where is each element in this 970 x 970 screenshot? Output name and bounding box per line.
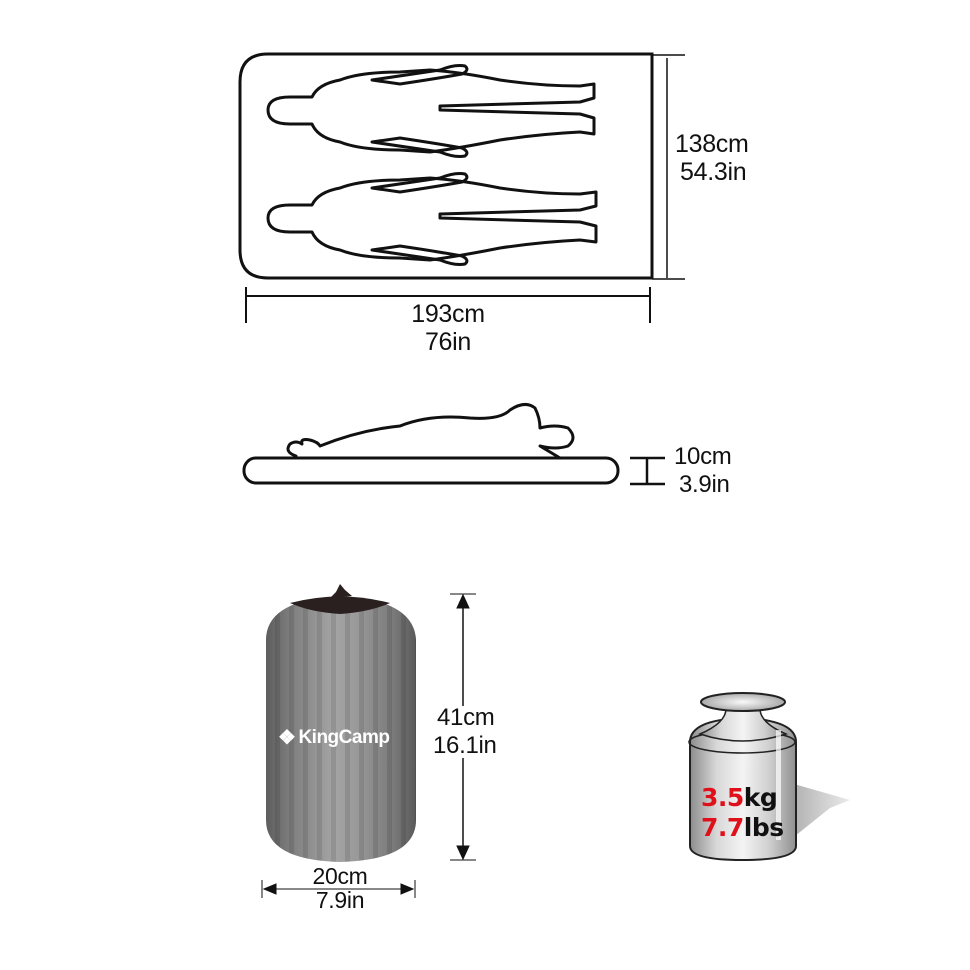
length-label: 193cm 76in: [348, 300, 548, 356]
length-in: 76in: [424, 328, 472, 356]
packed-diameter-cm: 20cm: [312, 863, 368, 889]
weight-lbs-value: 7.7: [701, 813, 744, 842]
packed-diameter-label: 20cm 7.9in: [290, 864, 390, 912]
thickness-cm: 10cm: [674, 443, 732, 470]
packed-height-in: 16.1in: [433, 732, 497, 759]
weight-kg: 3.5kg: [701, 783, 784, 813]
mattress-top-view: [238, 52, 654, 280]
weight-icon: [688, 692, 850, 862]
width-cm: 138cm: [675, 130, 749, 158]
brand-logo: ❖ KingCamp: [278, 725, 390, 750]
packed-height-cm: 41cm: [437, 704, 495, 731]
height-dimension-line: [450, 593, 476, 861]
packed-height-label: 41cm 16.1in: [433, 704, 497, 760]
width-dimension-line: [652, 54, 685, 280]
thickness-in: 3.9in: [679, 471, 730, 498]
weight-lbs-unit: lbs: [743, 813, 784, 842]
diameter-dimension-line: [261, 880, 416, 898]
thickness-dimension-line: [630, 456, 665, 486]
weight-label: 3.5kg 7.7lbs: [701, 783, 784, 843]
width-label: 138cm 54.3in: [675, 130, 749, 186]
weight-lbs: 7.7lbs: [701, 813, 784, 843]
weight-kg-value: 3.5: [701, 783, 744, 812]
stuff-sack: [266, 584, 416, 862]
thickness-label: 10cm 3.9in: [674, 443, 732, 499]
weight-kg-unit: kg: [743, 783, 778, 812]
brand-name: KingCamp: [298, 726, 390, 748]
packed-diameter-in: 7.9in: [315, 887, 365, 913]
person-silhouette-icon: [266, 64, 598, 266]
brand-diamond-icon: ❖: [278, 727, 296, 749]
length-cm: 193cm: [411, 300, 485, 328]
length-dimension-line: [245, 287, 651, 323]
width-in: 54.3in: [680, 158, 747, 186]
lying-person-icon: [286, 403, 575, 460]
mattress-side-view: [242, 403, 620, 485]
